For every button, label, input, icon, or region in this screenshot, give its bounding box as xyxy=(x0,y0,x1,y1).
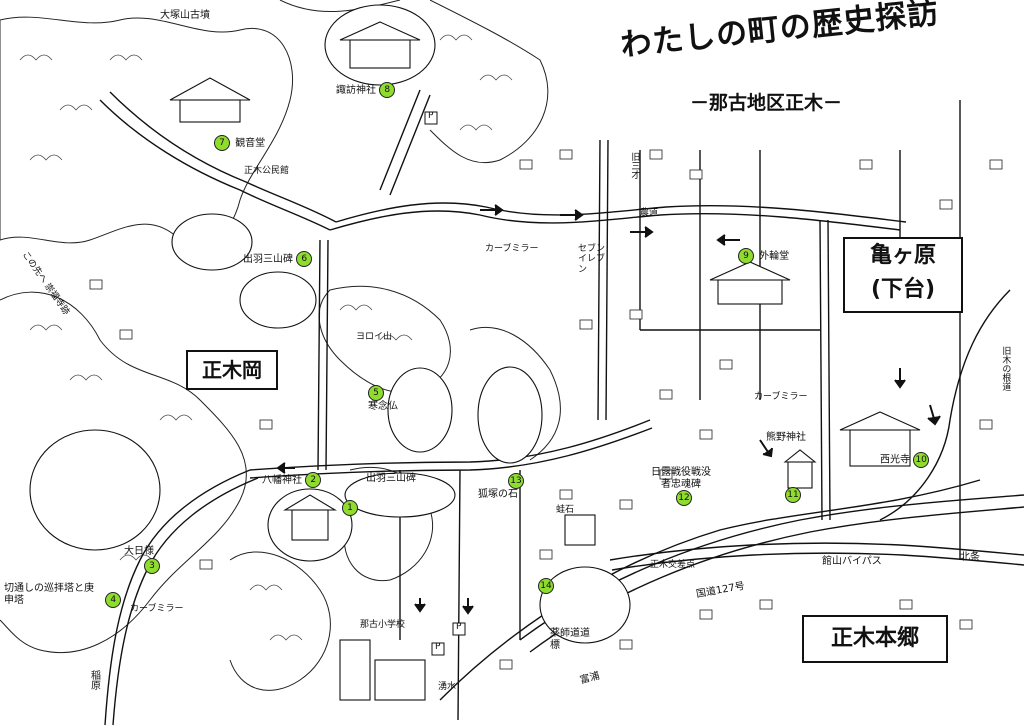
landmark-number: 6 xyxy=(296,251,313,267)
label-nodo: 農道 xyxy=(640,208,659,218)
label-seven-eleven: セブンイレブン xyxy=(578,244,606,275)
landmark-number: 12 xyxy=(676,490,692,506)
landmark-13[interactable]: 13 狐塚の石 xyxy=(478,473,526,501)
landmark-name: 八幡神社 xyxy=(262,475,302,486)
landmark-1[interactable]: 1 xyxy=(342,500,360,516)
label-curve-mirror: カーブミラー xyxy=(130,604,184,614)
parking-sign-icon xyxy=(424,111,466,656)
label-kaeru-ishi: 蛙石 xyxy=(556,505,575,515)
landmark-3[interactable]: 大日様 3 xyxy=(124,546,162,574)
parking-label: P xyxy=(456,622,462,632)
area-shitadai-name: (下台) xyxy=(870,277,936,302)
label-yakushido-dohyo: 薬師道道標 xyxy=(550,628,590,651)
landmark-number: 13 xyxy=(508,473,524,489)
parking-label: P xyxy=(428,111,434,121)
area-masakihongo: 正木本郷 xyxy=(802,615,948,663)
label-kitajo: 北条 xyxy=(960,552,980,563)
forest-areas xyxy=(0,0,561,691)
landmark-14[interactable]: 14 xyxy=(538,578,556,594)
landmark-number: 9 xyxy=(738,248,754,264)
label-dewa-sanzan-hi: 出羽三山碑 xyxy=(366,473,416,484)
label-kyu-sanjoseki: 旧三才 xyxy=(629,152,640,179)
landmark-number: 7 xyxy=(214,135,230,151)
landmark-name: 出羽三山碑 xyxy=(243,254,293,265)
label-curve-mirror: カーブミラー xyxy=(754,392,808,402)
area-masakioka: 正木岡 xyxy=(186,350,278,390)
label-kumano-jinja: 熊野神社 xyxy=(766,432,806,443)
label-bypass: 館山バイパス xyxy=(822,556,882,567)
landmark-number: 1 xyxy=(342,500,358,516)
landmark-9[interactable]: 9 外輪堂 xyxy=(738,248,789,264)
landmark-10[interactable]: 西光寺 10 xyxy=(880,452,931,468)
landmark-number: 14 xyxy=(538,578,554,594)
parking-label: P xyxy=(435,642,441,652)
area-kamegahara: 亀ヶ原 (下台) xyxy=(843,237,963,313)
temple-drawings xyxy=(29,4,921,701)
label-masaki-koshinto: 正木交差点 xyxy=(650,560,696,570)
landmark-name: 諏訪神社 xyxy=(336,85,376,96)
label-masaki-shogakko: 那古小学校 xyxy=(360,620,406,630)
roads xyxy=(99,89,1024,725)
landmark-7[interactable]: 7 観音堂 xyxy=(214,135,265,151)
landmark-number: 4 xyxy=(105,591,122,608)
landmark-name: 寒念仏 xyxy=(368,401,398,412)
landmark-number: 5 xyxy=(368,385,384,401)
landmark-number: 3 xyxy=(144,557,160,574)
tree-texture xyxy=(19,34,513,641)
landmark-name: 大日様 xyxy=(124,546,154,557)
landmark-name: 狐塚の石 xyxy=(478,489,518,500)
label-yoroi-yama: ヨロイ山 xyxy=(356,332,393,342)
landmark-6[interactable]: 出羽三山碑 6 xyxy=(243,251,314,267)
label-inahara: 稲原 xyxy=(88,670,100,690)
landmark-2[interactable]: 八幡神社 2 xyxy=(262,472,323,488)
landmark-number: 11 xyxy=(785,487,801,503)
label-tokei: 湧水 xyxy=(438,682,457,692)
landmark-name: 日露戦役戦没者忠魂碑 xyxy=(651,467,711,490)
label-kyu-kido: 旧木の根道 xyxy=(1000,346,1011,391)
label-curve-mirror: カーブミラー xyxy=(485,244,539,254)
map-subtitle: －那古地区正木－ xyxy=(690,92,843,114)
route-arrows xyxy=(276,204,941,615)
landmark-8[interactable]: 諏訪神社 8 xyxy=(336,82,397,98)
landmark-number: 2 xyxy=(305,472,322,488)
landmark-number: 8 xyxy=(379,82,396,98)
landmark-name: 観音堂 xyxy=(235,138,266,149)
landmark-name: 西光寺 xyxy=(880,454,910,466)
area-kamegahara-name: 亀ヶ原 xyxy=(869,243,936,268)
label-masaki-kominkan: 正木公民館 xyxy=(244,166,290,176)
landmark-name: 外輪堂 xyxy=(759,251,790,262)
landmark-name: 切通しの巡拝塔と庚申塔 xyxy=(4,583,94,606)
landmark-11[interactable]: 11 xyxy=(785,487,803,503)
label-daitsuka-kofun: 大塚山古墳 xyxy=(160,10,210,21)
landmark-12[interactable]: 日露戦役戦没者忠魂碑 12 xyxy=(650,467,712,506)
landmark-number: 10 xyxy=(913,452,930,468)
landmark-5[interactable]: 5 寒念仏 xyxy=(368,385,398,413)
landmark-4[interactable]: 切通しの巡拝塔と庚申塔 4 xyxy=(4,583,123,608)
